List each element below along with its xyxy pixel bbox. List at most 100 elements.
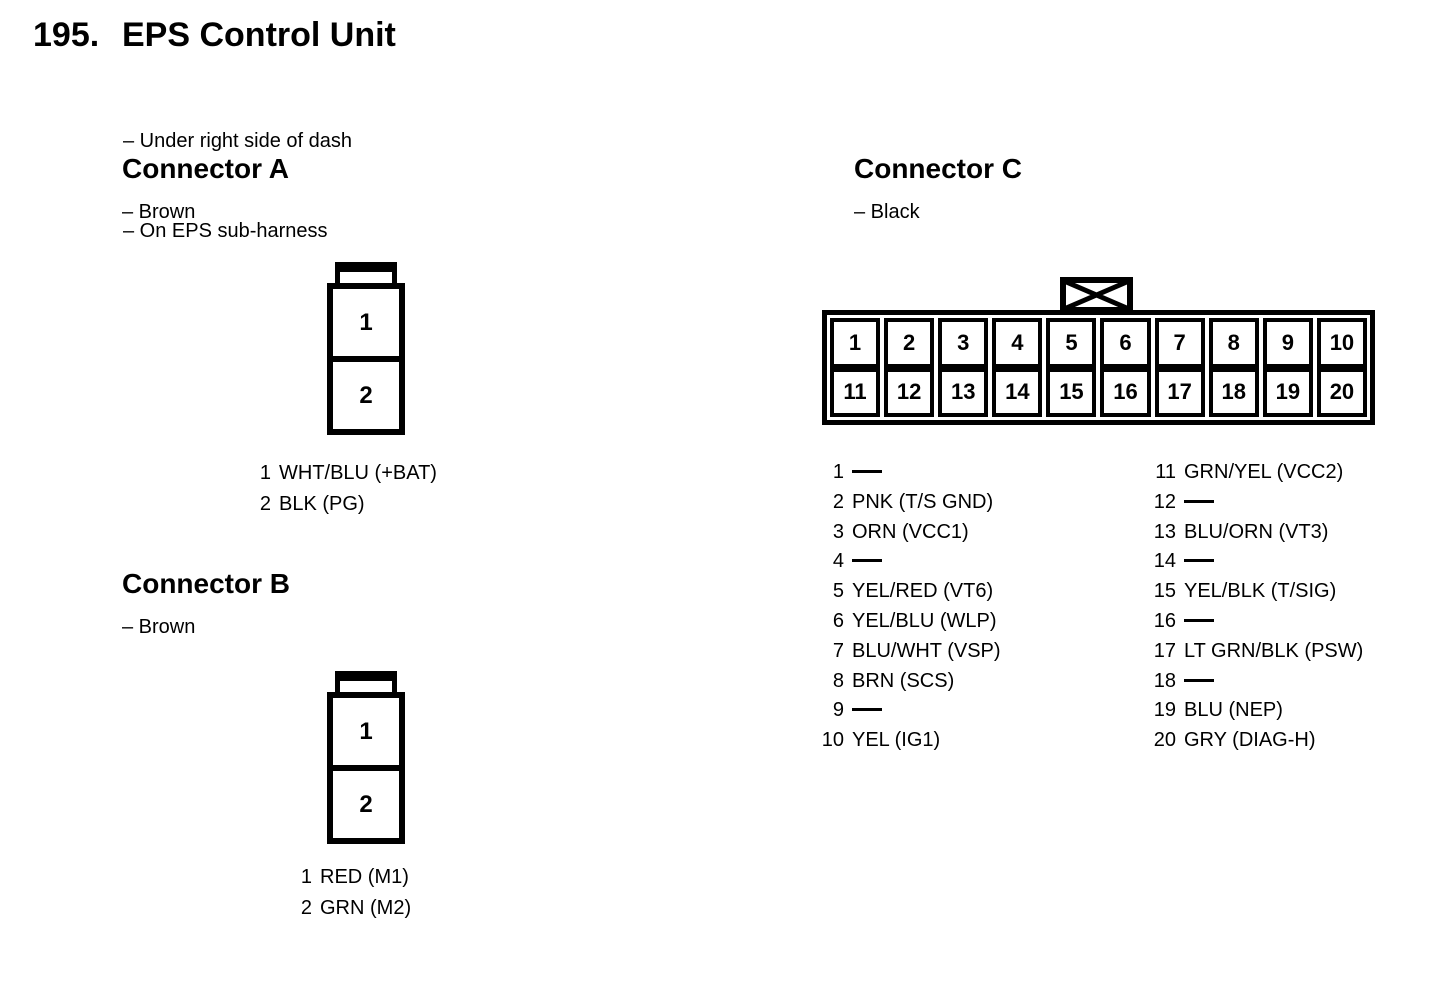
pin-number: 2 [259, 493, 271, 515]
pin-cell: 1 [830, 318, 881, 368]
pin-cell: 9 [1262, 318, 1313, 368]
no-wire-dash-icon [1184, 559, 1214, 563]
wire-label-row: 7 BLU/WHT (VSP) [818, 640, 1001, 670]
pin-cell: 2 [884, 318, 935, 368]
wire-label-row: 1 [818, 461, 1001, 491]
pin-number: 5 [832, 580, 844, 603]
connector-a-color-note: – Brown [122, 201, 196, 223]
pin-number: 7 [832, 639, 844, 662]
pin-cell: 20 [1316, 367, 1367, 417]
pin-number: 2 [300, 897, 312, 919]
wire-color-label: BLU/WHT (VSP) [852, 639, 1001, 662]
wire-label-row: 18 [1146, 670, 1363, 700]
wire-color-label: PNK (T/S GND) [852, 490, 994, 513]
wire-label-row: 20 GRY (DIAG-H) [1146, 729, 1363, 759]
connector-c-wire-list-right: 11 GRN/YEL (VCC2) 12 13 BLU/ORN (VT3) 14 1… [1146, 461, 1364, 759]
wire-color-label: YEL/BLU (WLP) [852, 609, 997, 632]
connector-b-title: Connector B [122, 568, 290, 599]
location-notes: – Under right side of dash – On EPS sub-… [123, 66, 352, 306]
connector-key-icon [1060, 277, 1133, 313]
pin-number: 14 [1153, 550, 1176, 573]
wire-color-label: YEL/RED (VT6) [852, 580, 994, 603]
pin-cell: 4 [992, 318, 1043, 368]
wire-label-row: 16 [1146, 610, 1363, 640]
connector-c-color-note: – Black [854, 201, 920, 223]
location-note-line: – On EPS sub-harness [123, 220, 328, 242]
connector-b-graphic: 1 2 [327, 671, 405, 844]
no-wire-dash-icon [852, 470, 882, 473]
pin-number: 8 [832, 669, 844, 692]
pin-number: 1 [832, 461, 844, 483]
wire-label-row: 1 RED (M1) [296, 866, 411, 897]
pin-number: 19 [1153, 699, 1176, 722]
pin-cell: 1 [333, 698, 399, 771]
pin-cell: 12 [884, 367, 935, 417]
wire-color-label: RED (M1) [320, 866, 409, 888]
wire-color-label: GRN/YEL (VCC2) [1184, 461, 1344, 483]
pin-number: 17 [1153, 639, 1176, 662]
wire-color-label: BLU (NEP) [1184, 699, 1283, 722]
no-wire-dash-icon [1184, 618, 1214, 622]
pin-cell: 19 [1262, 367, 1313, 417]
wire-label-row: 2 BLK (PG) [255, 493, 437, 524]
pin-number: 11 [1155, 461, 1176, 483]
wire-label-row: 5 YEL/RED (VT6) [818, 580, 1001, 610]
wire-color-label: BLU/ORN (VT3) [1184, 520, 1329, 543]
wire-label-row: 12 [1146, 491, 1363, 521]
wire-color-label: YEL/BLK (T/SIG) [1184, 580, 1337, 603]
wire-label-row: 13 BLU/ORN (VT3) [1146, 521, 1363, 551]
no-wire-dash-icon [852, 559, 882, 563]
wire-label-row: 14 [1146, 550, 1363, 580]
pin-number: 20 [1153, 729, 1176, 752]
connector-b-body: 1 2 [327, 692, 405, 844]
wire-label-row: 11 GRN/YEL (VCC2) [1146, 461, 1363, 491]
wire-label-row: 1 WHT/BLU (+BAT) [255, 462, 437, 493]
connector-a-graphic: 1 2 [327, 262, 405, 435]
pin-number: 1 [259, 462, 271, 484]
latch-tab-icon [335, 262, 397, 283]
pin-cell: 10 [1316, 318, 1367, 368]
pin-cell: 15 [1046, 367, 1097, 417]
pin-cell: 18 [1208, 367, 1259, 417]
connector-c-graphic: 1 2 3 4 5 6 7 8 9 10 11 [822, 310, 1375, 425]
wire-color-label: WHT/BLU (+BAT) [279, 462, 437, 484]
no-wire-dash-icon [852, 708, 882, 712]
location-note-line: – Under right side of dash [123, 130, 353, 152]
pin-number: 1 [300, 866, 312, 888]
latch-tab-icon [335, 671, 397, 692]
pin-cell: 8 [1208, 318, 1259, 368]
wire-label-row: 6 YEL/BLU (WLP) [818, 610, 1001, 640]
pin-number: 13 [1153, 520, 1176, 543]
wire-color-label: BRN (SCS) [852, 669, 955, 692]
pin-cell: 14 [992, 367, 1043, 417]
wire-color-label: BLK (PG) [279, 493, 365, 515]
pin-cell: 11 [830, 367, 881, 417]
connector-c-pin-row-bottom: 11 12 13 14 15 16 17 18 19 20 [830, 367, 1367, 417]
page-number: 195. [33, 16, 100, 54]
pin-number: 16 [1153, 609, 1176, 632]
connector-a-body: 1 2 [327, 283, 405, 435]
no-wire-dash-icon [1184, 678, 1214, 682]
connector-a-title: Connector A [122, 153, 289, 184]
connector-a-wire-list: 1 WHT/BLU (+BAT) 2 BLK (PG) [255, 462, 437, 524]
connector-c-title: Connector C [854, 153, 1022, 184]
connector-b-color-note: – Brown [122, 616, 196, 638]
pin-number: 18 [1153, 669, 1176, 692]
pin-cell: 3 [938, 318, 989, 368]
wire-label-row: 8 BRN (SCS) [818, 670, 1001, 700]
pin-number: 12 [1153, 490, 1176, 513]
pin-cell: 5 [1046, 318, 1097, 368]
wire-label-row: 19 BLU (NEP) [1146, 699, 1363, 729]
wire-color-label: GRY (DIAG-H) [1184, 729, 1316, 752]
connector-c-pin-row-top: 1 2 3 4 5 6 7 8 9 10 [830, 318, 1367, 368]
pin-number: 6 [832, 609, 844, 632]
page-title: EPS Control Unit [122, 16, 396, 54]
wire-color-label: LT GRN/BLK (PSW) [1184, 639, 1364, 662]
pin-cell: 1 [333, 289, 399, 362]
